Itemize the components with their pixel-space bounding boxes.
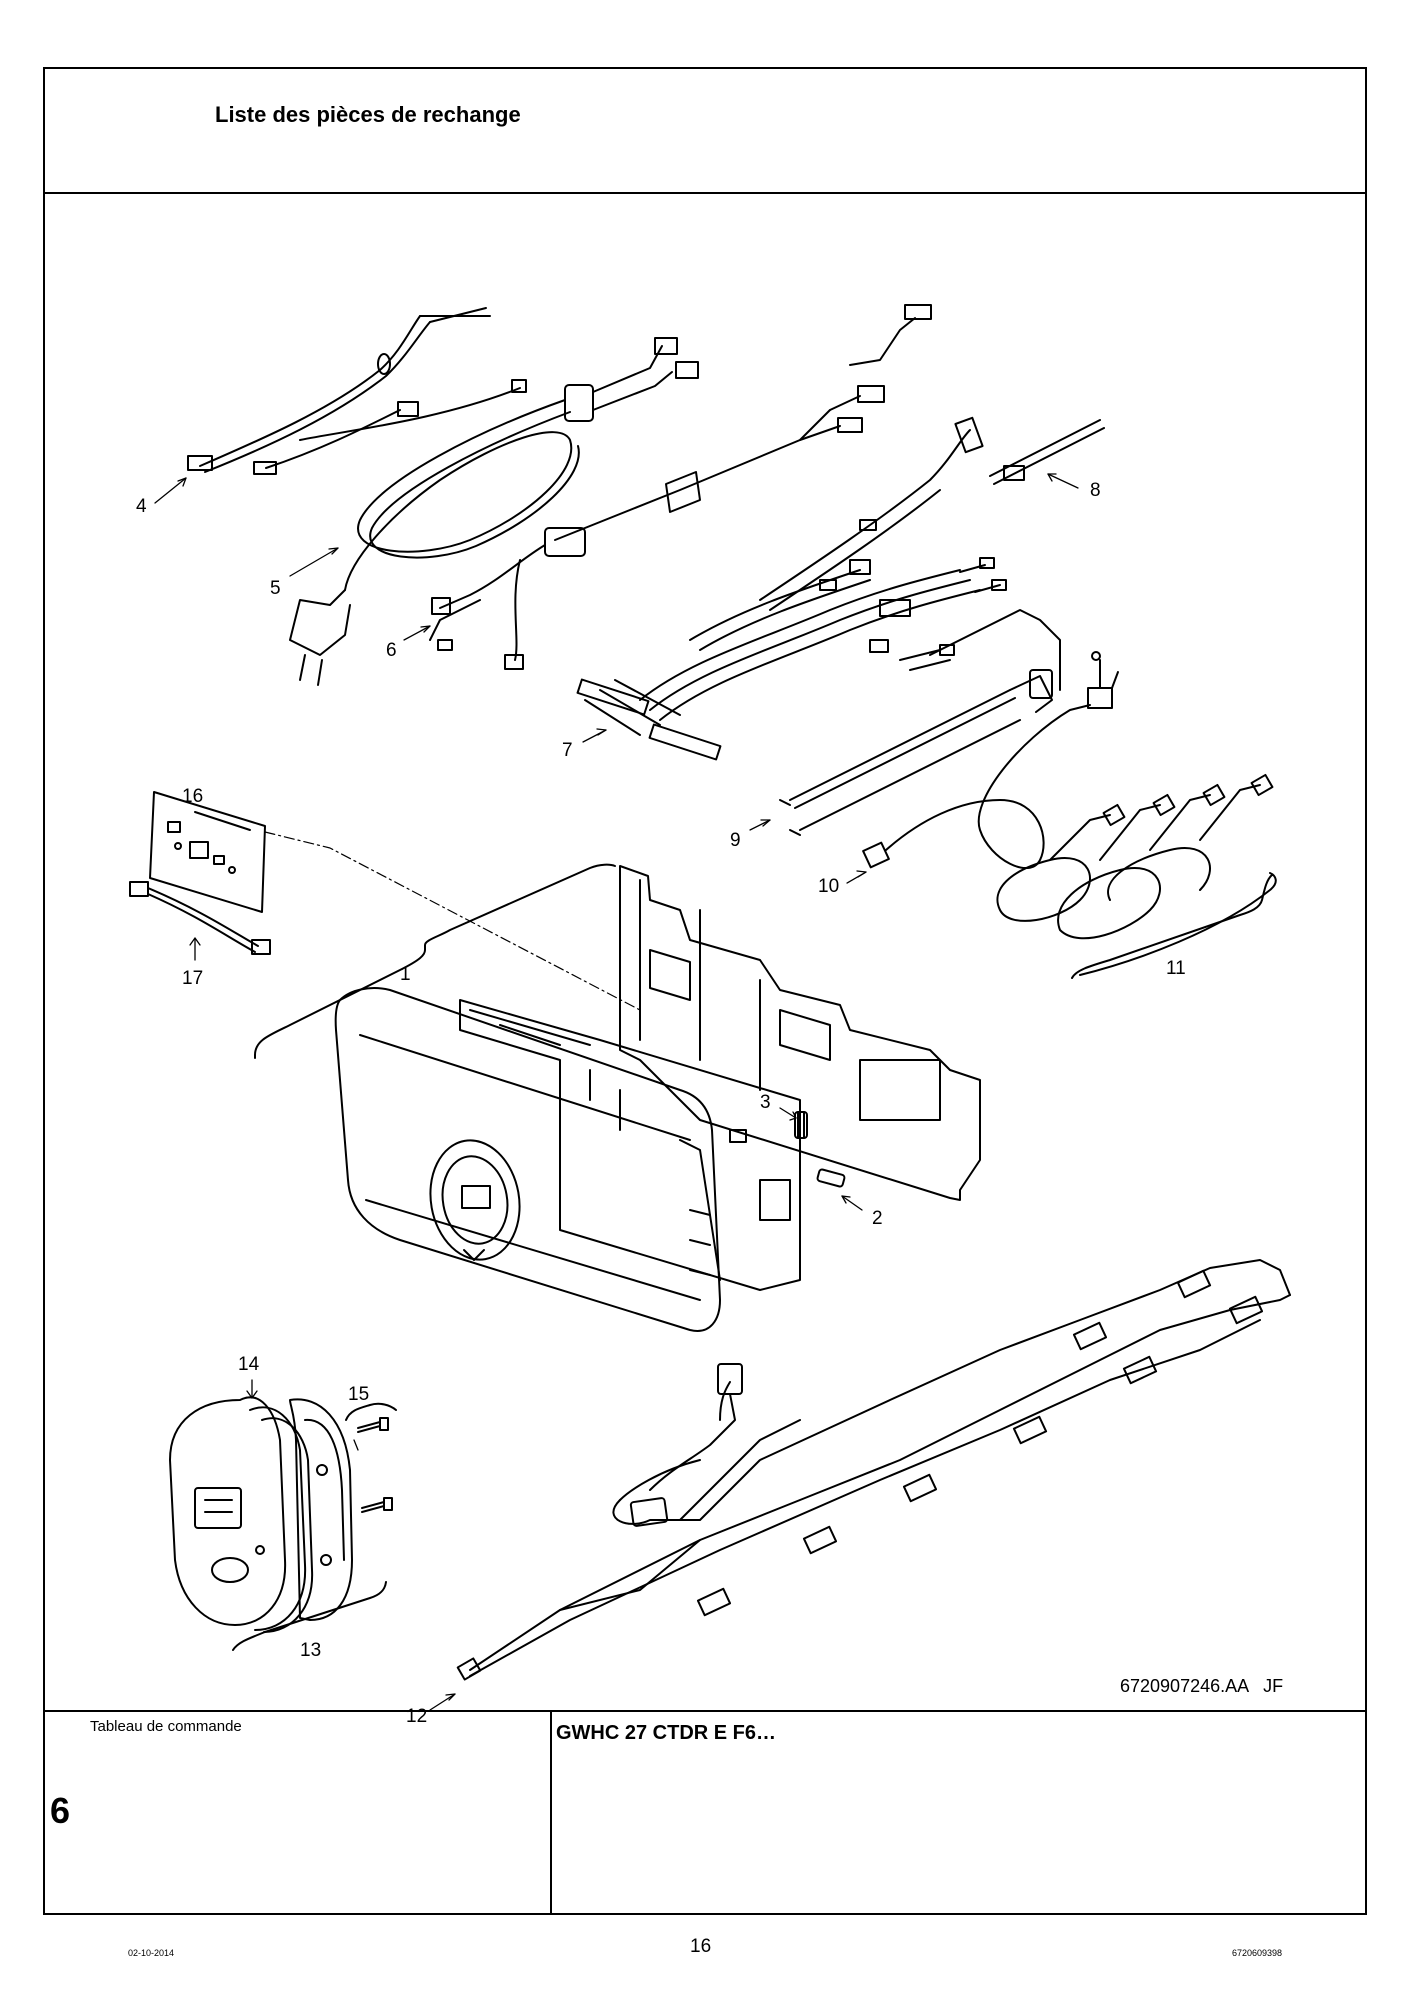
part-11-brace: [1071, 874, 1273, 979]
callout-7: 7: [562, 740, 573, 761]
drawing-reference: 6720907246.AA JF: [1120, 1676, 1283, 1696]
part-2-fuse: [816, 1168, 846, 1188]
callout-11: 11: [1166, 958, 1186, 979]
callout-4: 4: [136, 496, 147, 517]
part-8-sensor-clip: [989, 419, 1105, 485]
callout-16: 16: [182, 786, 203, 807]
part-12-harness: [456, 1259, 1291, 1681]
document-number: 6720609398: [1232, 1948, 1283, 1958]
callout-2: 2: [872, 1208, 883, 1229]
callout-9: 9: [730, 830, 741, 851]
page-frame: [43, 67, 1367, 1915]
footer-column-divider: [550, 1710, 552, 1915]
part-7-internal-harness: [576, 416, 1007, 761]
model-name: GWHC 27 CTDR E F6…: [556, 1722, 777, 1744]
part-15-screws: [345, 1402, 397, 1513]
exploded-parts-diagram: 1 2 3 4 5 6 7 8 9 10 11 12 13 14 15 16 1…: [129, 304, 1291, 1727]
part-16-display-board: [149, 791, 266, 913]
callout-15: 15: [348, 1384, 369, 1405]
part-11-sensor-cables: [996, 773, 1277, 976]
part-13-frame-ring: [249, 1406, 314, 1633]
part-9-probes: [779, 609, 1061, 836]
callout-5: 5: [270, 578, 281, 599]
callout-17: 17: [182, 968, 203, 989]
header-divider: [43, 192, 1367, 194]
page-title: Liste des pièces de rechange: [215, 102, 521, 127]
part-10-sensor: [862, 651, 1119, 870]
leader-lines: [154, 473, 1079, 1711]
callout-14: 14: [238, 1354, 260, 1375]
footer-divider: [43, 1710, 1367, 1712]
page-number: 16: [690, 1936, 712, 1957]
part-1-control-panel: [254, 863, 981, 1332]
callout-3: 3: [760, 1092, 771, 1113]
part-13-back-housing: [289, 1398, 353, 1621]
callout-6: 6: [386, 640, 397, 661]
part-6-wiring-harness: [429, 304, 932, 670]
part-5-mains-cable: [289, 337, 699, 686]
callout-1: 1: [400, 964, 411, 985]
part-14-front-cover: [169, 1396, 287, 1626]
section-number: 6: [50, 1790, 71, 1831]
part-3-fuse: [794, 1111, 808, 1139]
callout-12: 12: [406, 1706, 427, 1727]
callout-labels: 1 2 3 4 5 6 7 8 9 10 11 12 13 14 15 16 1…: [136, 480, 1186, 1727]
print-date: 02-10-2014: [128, 1948, 175, 1958]
part-13-brace: [232, 1581, 387, 1651]
part-17-cable: [129, 881, 271, 955]
part-4-wiring-harness: [187, 307, 527, 475]
callout-13: 13: [300, 1640, 321, 1661]
section-label: Tableau de commande: [90, 1718, 242, 1735]
part-16-leader: [264, 831, 641, 1011]
callout-8: 8: [1090, 480, 1101, 501]
callout-10: 10: [818, 876, 839, 897]
